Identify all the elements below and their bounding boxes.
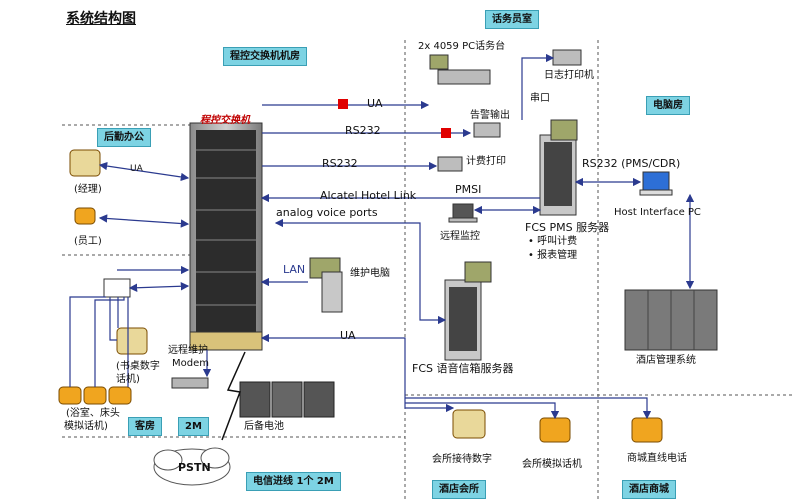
label-fcs-voice: FCS 语音信箱服务器 [412,362,514,375]
label-club-analog: 会所模拟话机 [522,459,582,470]
label-pmsi: PMSI [455,183,482,196]
label-host-interface: Host Interface PC [614,207,701,218]
pbx-title: 程控交换机 [200,115,250,126]
label-modem: Modem [172,358,209,369]
junction-box [103,278,131,298]
pbx-cabinet [189,122,263,351]
label-rs232-pms: RS232 (PMS/CDR) [582,157,681,170]
connection-lines [69,53,695,441]
maintenance-pc [309,257,343,313]
label-alarm-output: 告警输出 [470,110,510,121]
label-desk-phone: (书桌数字 [116,361,160,372]
label-ua-left: UA [130,164,143,174]
label-battery: 后备电池 [244,421,284,432]
phone-icons [58,149,663,443]
label-fcs-pms: FCS PMS 服务器 [525,221,610,234]
label-remote-maint: 远程维护 [168,345,208,356]
label-rs232-b: RS232 [322,157,358,170]
label-ua-mid: UA [340,329,356,342]
fcs-pms-server [539,119,578,216]
zone-telecom-trunk: 电信进线 1个 2M [246,472,341,491]
zone-operator-room: 话务员室 [485,10,539,29]
label-hotel-link: Alcatel Hotel Link [320,189,417,202]
label-pc-console: 2x 4059 PC话务台 [418,41,506,52]
label-bath-phone2: 模拟话机) [64,421,108,432]
label-club-digital: 会所接待数字 [432,454,492,465]
fcs-voicemail-server [444,261,492,361]
page-title: 系统结构图 [66,11,136,27]
label-maint-pc: 维护电脑 [350,268,390,279]
hotel-mgmt-system [624,289,718,351]
label-log-printer: 日志打印机 [544,70,594,81]
label-staff: (员工) [74,236,102,247]
label-bath-phone: (浴室、床头 [66,408,120,419]
zone-2m: 2M [178,417,209,436]
zone-back-office: 后勤办公 [97,128,151,147]
label-lan: LAN [283,263,306,276]
label-shop-direct: 商城直线电话 [627,453,687,464]
zone-computer-room: 电脑房 [646,96,690,115]
label-hotel-mgmt: 酒店管理系统 [636,355,696,366]
label-pms-item2: • 报表管理 [528,250,578,261]
printer-icons [437,49,582,172]
remote-laptop [448,203,478,223]
label-ua-top: UA [367,97,383,110]
label-manager: (经理) [74,184,102,195]
label-pms-item1: • 呼叫计费 [528,236,578,247]
pc-console [429,54,491,85]
alarm-markers [338,99,451,138]
pstn-cloud [153,447,231,486]
zone-pbx-room: 程控交换机机房 [223,47,307,66]
label-billing-print: 计费打印 [466,156,506,167]
label-remote-monitor: 远程监控 [440,231,480,242]
label-rs232-a: RS232 [345,124,381,137]
label-pstn: PSTN [178,461,211,474]
zone-guest-room: 客房 [128,417,162,436]
label-desk-phone2: 话机) [116,374,140,385]
modem [171,377,209,389]
label-analog-ports: analog voice ports [276,206,378,219]
backup-battery [239,381,335,418]
host-interface-pc [639,171,673,196]
zone-shop: 酒店商城 [622,480,676,499]
zone-club: 酒店会所 [432,480,486,499]
label-serial-port: 串口 [530,93,550,104]
